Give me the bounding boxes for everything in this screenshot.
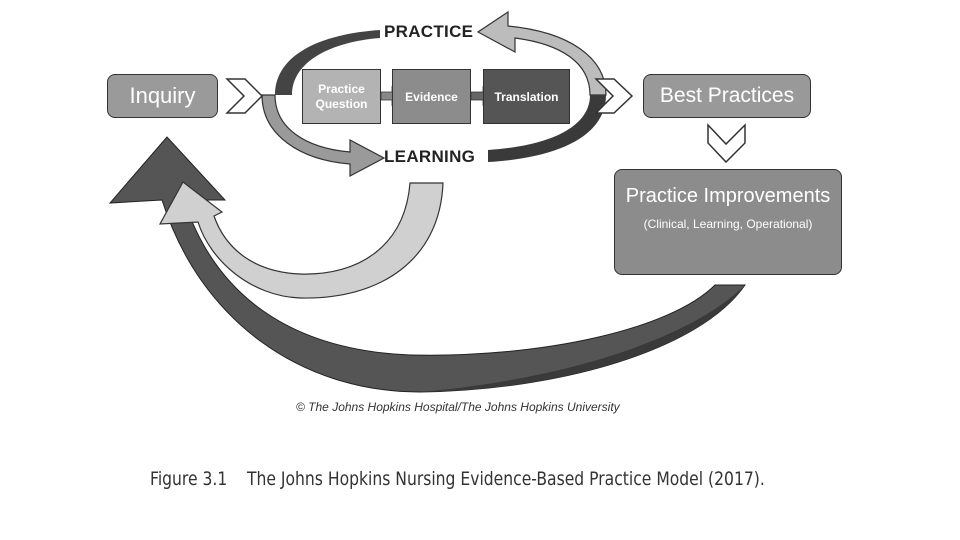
learning-loop-left [261,94,386,177]
evidence-label: Evidence [405,89,458,104]
chevron-best-to-improvements-icon [707,123,746,164]
figure-caption-text: The Johns Hopkins Nursing Evidence-Based… [246,468,765,490]
inquiry-label: Inquiry [129,83,196,108]
return-sweep-highlight [420,285,745,392]
learning-return-arrow [158,181,444,299]
practice-question-box: Practice Question [302,69,381,124]
practice-loop-top-right [476,10,607,96]
learning-loop-right [488,95,606,162]
copyright-notice: © The Johns Hopkins Hospital/The Johns H… [296,400,620,414]
inquiry-box: Inquiry [107,74,218,118]
practice-improvements-box: Practice Improvements (Clinical, Learnin… [614,169,842,275]
practice-question-label: Practice Question [315,81,368,111]
evidence-box: Evidence [392,69,471,124]
figure-number: Figure 3.1 [150,468,228,490]
translation-label: Translation [494,89,559,104]
translation-box: Translation [483,69,570,124]
learning-label: LEARNING [384,147,476,166]
best-practices-label: Best Practices [659,84,795,107]
chevron-translation-to-best-icon [594,78,634,114]
practice-loop-top [275,30,380,95]
figure-caption: Figure 3.1 The Johns Hopkins Nursing Evid… [150,468,765,490]
practice-label: PRACTICE [384,22,474,41]
practice-improvements-title: Practice Improvements [625,185,831,207]
best-practices-box: Best Practices [643,74,811,118]
practice-improvements-subtitle: (Clinical, Learning, Operational) [643,217,813,231]
return-sweep-arrow [108,136,746,393]
chevron-inquiry-to-practice-icon [225,78,264,114]
